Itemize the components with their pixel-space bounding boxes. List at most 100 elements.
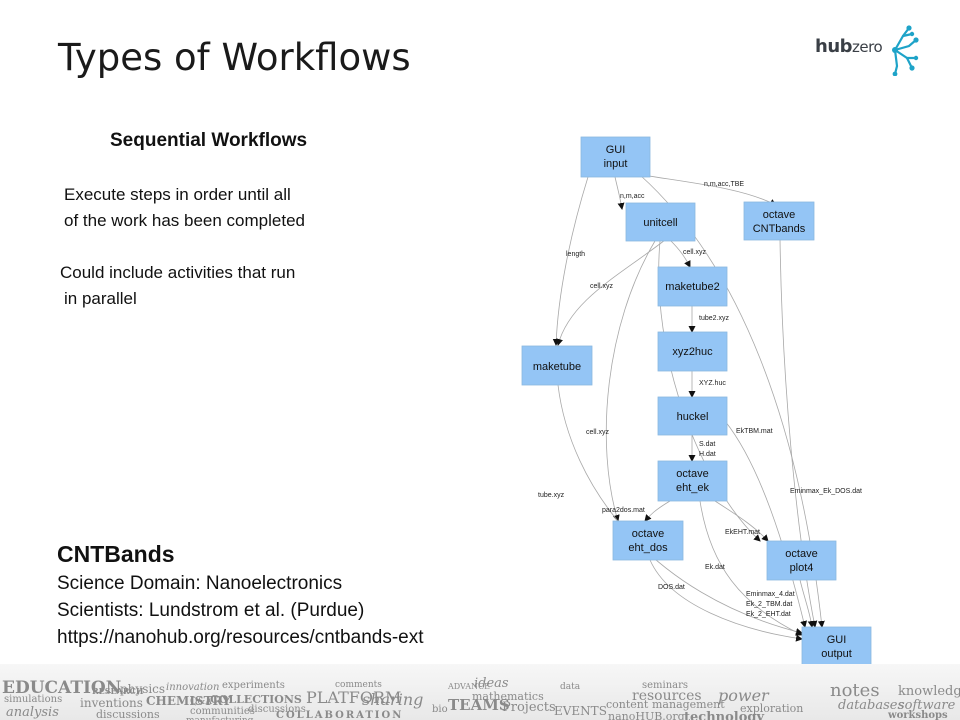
edge-label: Eminmax_4.dat — [746, 591, 795, 598]
paragraph-line: Could include activities that run — [60, 263, 296, 282]
banner-word: Projects — [502, 700, 556, 715]
node-label: GUI — [606, 144, 626, 156]
banner-word: knowledge — [898, 684, 960, 699]
banner-word: Q&A — [190, 697, 212, 707]
node-label: xyz2huc — [672, 346, 713, 358]
banner-word: simulations — [4, 694, 63, 705]
node-label: octave — [632, 528, 664, 540]
banner-word: resources — [632, 688, 702, 704]
node-maketube2: maketube2 — [657, 266, 728, 307]
banner-word: RESEARCH — [92, 686, 144, 696]
edge-label: H.dat — [699, 451, 716, 458]
edge-huckel-output — [724, 420, 807, 628]
paragraph-execute-steps: Execute steps in order until all of the … — [64, 182, 305, 234]
edge-label: length — [566, 251, 585, 258]
edge-labels: n,m,acc n,m,acc,TBE length cell.xyz cell… — [538, 181, 862, 618]
node-gui-output: GUI output — [801, 626, 872, 668]
edge-label: tube2.xyz — [699, 315, 729, 322]
edge-octave-cnt-output — [779, 238, 818, 628]
edge-eht-ek-plot4 — [714, 500, 769, 542]
edge-label: para2dos.mat — [602, 507, 645, 514]
banner-word: sharing — [362, 690, 424, 709]
edge-label: DOS.dat — [658, 584, 685, 591]
banner-word: content — [606, 698, 649, 711]
edge-label: cell.xyz — [683, 249, 706, 256]
edge-label: tube.xyz — [538, 492, 565, 499]
logo-hub: hub — [815, 36, 853, 57]
paragraph-parallel: Could include activities that run in par… — [60, 260, 295, 312]
tool-info-block: CNTBands Science Domain: Nanoelectronics… — [57, 538, 424, 651]
edge-label: Ek_2_EHT.dat — [746, 611, 791, 618]
edge-label: Eminmax_Ek_DOS.dat — [790, 488, 862, 495]
banner-word: TEAMS — [448, 696, 510, 714]
banner-word: PLATFORM — [306, 688, 402, 707]
hubzero-logo: hubzero — [815, 24, 919, 76]
edge-eht-ek-output — [699, 500, 803, 636]
banner-word: data — [560, 682, 581, 692]
node-huckel: huckel — [657, 396, 728, 436]
banner-word: ideas — [474, 676, 509, 691]
edge-eht-ek-eht-dos — [644, 500, 671, 522]
banner-word: seminars — [642, 680, 689, 691]
node-label: output — [821, 648, 852, 660]
banner-word: COLLECTIONS — [210, 693, 302, 706]
node-label: eht_dos — [628, 542, 668, 554]
workflow-diagram: GUI input unitcell octave CNTbands maket… — [521, 136, 872, 668]
node-maketube: maketube — [521, 345, 593, 386]
banner-word: COLLABORATION — [276, 710, 404, 720]
tool-name: CNTBands — [57, 541, 175, 567]
banner-word: databases — [838, 698, 905, 713]
edge-label: cell.xyz — [590, 283, 613, 290]
node-label: maketube2 — [665, 281, 719, 293]
node-label: plot4 — [790, 562, 814, 574]
paragraph-line: Execute steps in order until all — [64, 185, 291, 204]
node-label: unitcell — [643, 217, 677, 229]
edge-label: XYZ.huc — [699, 380, 726, 387]
banner-word: ADVANCE — [448, 682, 491, 691]
science-domain: Science Domain: Nanoelectronics — [57, 573, 343, 594]
node-label: CNTbands — [753, 223, 806, 235]
node-xyz2huc: xyz2huc — [657, 331, 728, 372]
node-label: octave — [676, 468, 708, 480]
banner-word: EVENTS — [554, 704, 607, 718]
paragraph-line: of the work has been completed — [64, 211, 305, 230]
node-octave-eht-ek: octave eht_ek — [657, 460, 728, 502]
banner-word: power — [718, 686, 769, 705]
node-octave-eht-dos: octave eht_dos — [612, 520, 684, 561]
banner-word: CHEMISTRY — [146, 694, 231, 708]
banner-word: exploration — [740, 702, 804, 715]
node-label: octave — [785, 548, 817, 560]
banner-word: management — [652, 698, 725, 711]
edge-input-unitcell — [614, 176, 625, 210]
banner-word: bio — [432, 704, 448, 715]
node-label: GUI — [827, 634, 847, 646]
banner-word: innovation — [166, 682, 220, 693]
node-octave-plot4: octave plot4 — [766, 540, 837, 581]
node-label: huckel — [677, 411, 709, 423]
edge-label: EkEHT.mat — [725, 529, 760, 536]
node-label: maketube — [533, 361, 581, 373]
banner-word: inventions — [80, 696, 143, 710]
edge-unitcell-eht-dos — [605, 240, 656, 522]
banner-word: EDUCATION — [2, 678, 122, 698]
node-label: input — [604, 158, 628, 170]
edge-label: n,m,acc — [620, 193, 645, 200]
banner-word: comments — [335, 680, 382, 690]
slide-title: Types of Workflows — [58, 36, 411, 79]
edge-label: EkTBM.mat — [736, 428, 773, 435]
edge-input-octave-cnt — [629, 172, 777, 206]
banner-word: workshops — [888, 710, 948, 720]
resource-url[interactable]: https://nanohub.org/resources/cntbands-e… — [57, 627, 424, 648]
node-label: octave — [763, 209, 795, 221]
section-heading: Sequential Workflows — [110, 130, 308, 151]
scientists: Scientists: Lundstrom et al. (Purdue) — [57, 600, 365, 621]
node-gui-input: GUI input — [580, 136, 651, 178]
edge-label: n,m,acc,TBE — [704, 181, 744, 188]
banner-word: physics — [120, 682, 166, 696]
node-unitcell: unitcell — [625, 202, 696, 242]
edge-plot4-output — [799, 579, 815, 628]
edge-label: Ek.dat — [705, 564, 725, 571]
paragraph-line: in parallel — [64, 289, 137, 308]
node-octave-cntbands: octave CNTbands — [743, 201, 815, 241]
edge-input-maketube — [552, 176, 589, 346]
